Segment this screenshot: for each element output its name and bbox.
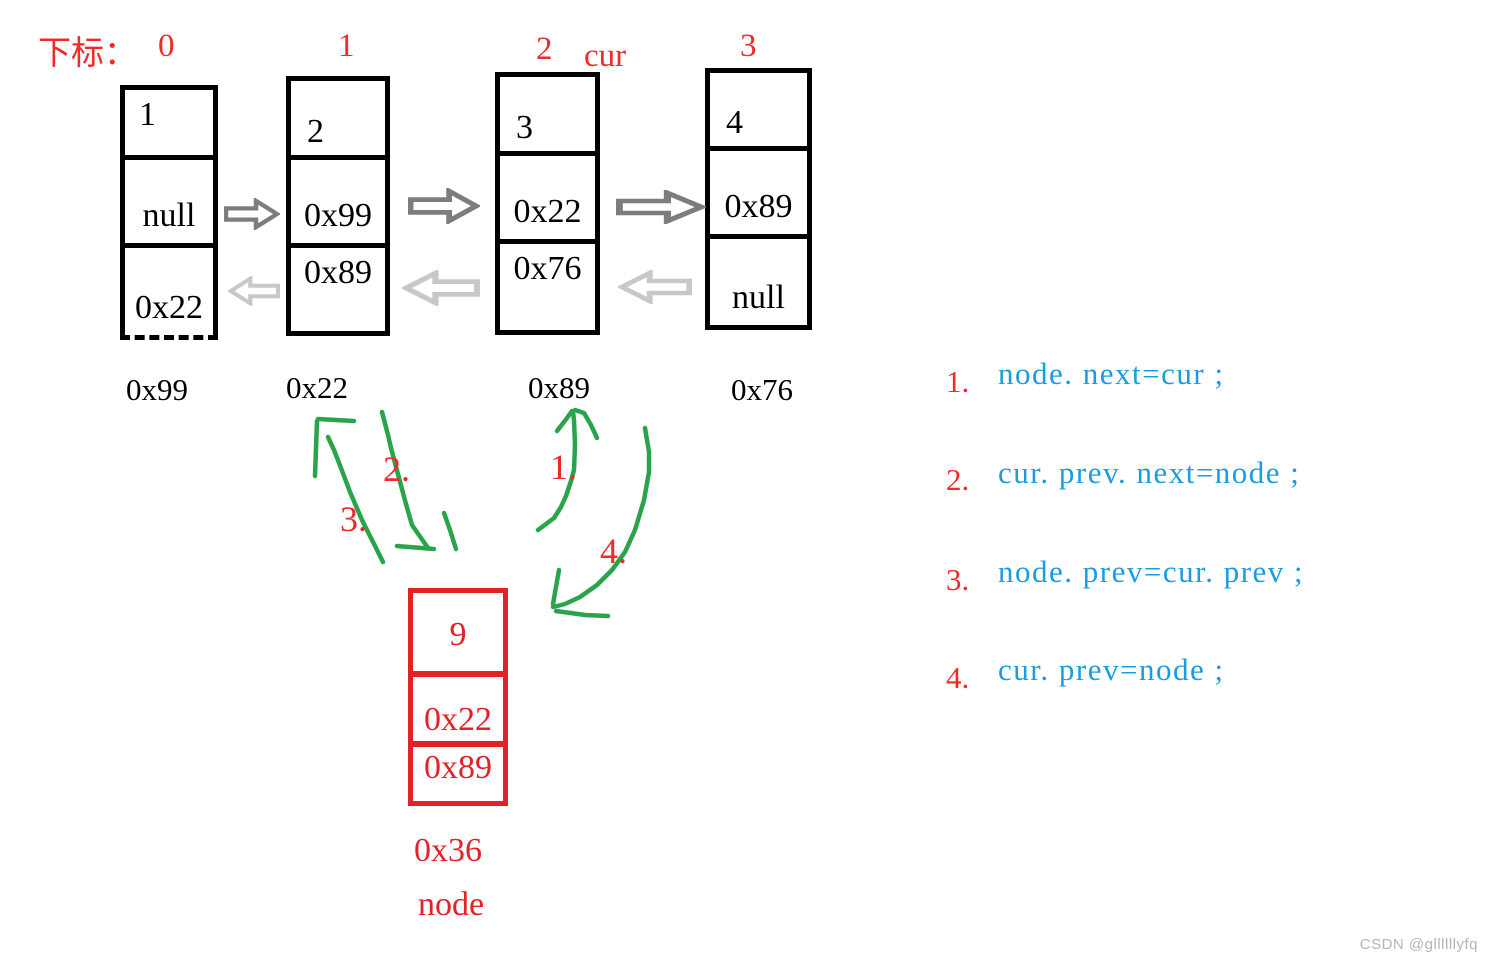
step-3-number: 3.	[946, 562, 970, 597]
left-arrow-icon	[402, 270, 480, 306]
scribble-step-3-label: 3.	[340, 499, 367, 539]
list-node-2: 3 0x22 0x76	[495, 72, 600, 335]
left-arrow-icon	[618, 270, 692, 304]
new-node: 9 0x22 0x89	[408, 588, 508, 806]
step-2-code: cur. prev. next=node ;	[998, 455, 1301, 490]
node-0-next-cell: 0x22	[125, 243, 213, 335]
step-4-number: 4.	[946, 660, 970, 695]
step-1-number: 1.	[946, 364, 970, 399]
node-3-prev-cell: 0x89	[710, 146, 807, 234]
node-2-prev-cell: 0x22	[500, 151, 595, 239]
node-2-value-cell: 3	[516, 109, 533, 146]
node-1-address: 0x22	[286, 370, 348, 405]
node-0-prev-cell: null	[125, 155, 213, 243]
step-1-code: node. next=cur ;	[998, 356, 1225, 391]
scribble-step-4-label: 4.	[600, 531, 627, 571]
step-2-number: 2.	[946, 462, 970, 497]
new-node-address: 0x36	[414, 832, 482, 869]
right-arrow-icon	[224, 198, 280, 230]
node-2-address: 0x89	[528, 370, 590, 405]
list-node-1: 2 0x99 0x89	[286, 76, 390, 336]
left-arrow-icon	[228, 276, 280, 306]
index-row-label: 下标：	[38, 36, 137, 72]
list-node-3: 4 0x89 null	[705, 68, 812, 330]
cur-pointer-label: cur	[584, 38, 627, 74]
scribble-step-2-label: 2.	[383, 449, 410, 489]
right-arrow-icon	[616, 190, 706, 224]
index-1-label: 1	[338, 28, 355, 64]
node-1-prev-cell: 0x99	[291, 155, 385, 243]
right-arrow-icon	[408, 188, 480, 224]
index-3-label: 3	[740, 28, 757, 64]
list-node-0: 1 null 0x22	[120, 85, 218, 340]
csdn-watermark: CSDN @gllllllyfq	[1359, 936, 1478, 953]
node-1-next-cell: 0x89	[291, 243, 385, 331]
step-4-code: cur. prev=node ;	[998, 652, 1225, 687]
node-1-value-cell: 2	[307, 113, 324, 150]
node-3-value-cell: 4	[726, 104, 743, 141]
index-2-label: 2	[536, 31, 553, 67]
node-3-address: 0x76	[731, 372, 793, 407]
new-node-name-label: node	[418, 886, 485, 923]
node-0-value-cell: 1	[139, 96, 156, 133]
index-0-label: 0	[158, 28, 175, 64]
new-node-next-cell: 0x89	[413, 741, 503, 801]
node-3-next-cell: null	[710, 234, 807, 325]
new-node-value-cell: 9	[449, 616, 467, 653]
step-3-code: node. prev=cur. prev ;	[998, 554, 1305, 589]
new-node-prev-cell: 0x22	[413, 671, 503, 741]
node-0-address: 0x99	[126, 372, 188, 407]
node-2-next-cell: 0x76	[500, 239, 595, 330]
scribble-step-1-label: 1.	[550, 447, 577, 487]
